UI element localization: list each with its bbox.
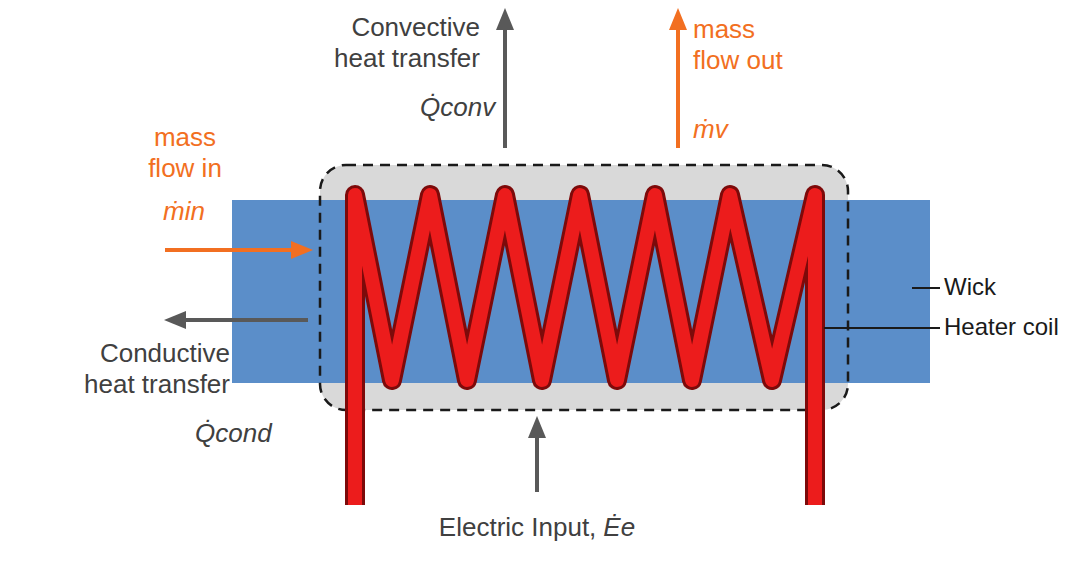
heater-coil — [355, 195, 815, 505]
arrow-head — [164, 311, 186, 329]
symbol-label: ṁv — [693, 114, 728, 145]
mass-flow-label: mass flow in — [132, 122, 238, 184]
heat-flow-label: Conductive heat transfer — [48, 338, 230, 400]
symbol-label: Q̇conv — [420, 92, 495, 123]
arrow-head — [496, 8, 514, 30]
arrow-head — [669, 8, 687, 30]
leader-line — [824, 327, 940, 329]
electric-input-arrow — [535, 436, 539, 492]
heater-coil-outline — [355, 195, 815, 505]
mass-flow-label: mass flow out — [693, 14, 799, 76]
mass-flow-in-arrow — [165, 248, 292, 252]
part-name: Heater coil — [944, 313, 1059, 342]
symbol-label: Q̇cond — [195, 418, 272, 449]
conductive-arrow — [185, 318, 308, 322]
input-label: Electric Input, — [439, 512, 597, 543]
part-name: Wick — [944, 273, 996, 302]
mass-flow-out-arrow — [676, 28, 680, 148]
leader-line — [912, 287, 940, 289]
symbol-label: ṁin — [163, 196, 205, 227]
symbol-label: Ėe — [603, 512, 635, 543]
arrow-head — [528, 416, 546, 438]
heat-flow-label: Convective heat transfer — [298, 12, 480, 74]
arrow-head — [291, 241, 313, 259]
convective-arrow — [503, 28, 507, 148]
